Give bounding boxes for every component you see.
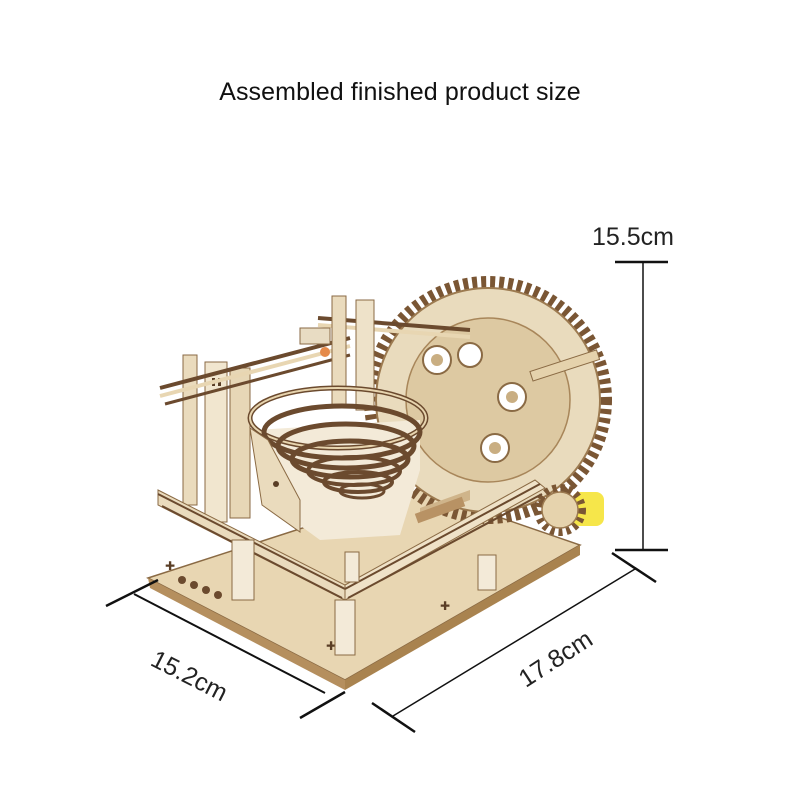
svg-text:✚: ✚	[326, 639, 336, 653]
page-title: Assembled finished product size	[219, 78, 581, 106]
spiral-funnel	[247, 385, 429, 540]
depth-dimension-line	[105, 578, 346, 720]
svg-text:✚: ✚	[165, 559, 175, 573]
height-dimension-line	[615, 260, 668, 552]
left-tower	[159, 295, 471, 523]
front-rails	[157, 479, 546, 656]
svg-text:✚: ✚	[440, 599, 450, 613]
width-dimension-line	[371, 551, 657, 734]
motor	[534, 484, 604, 536]
height-label: 15.5cm	[592, 223, 674, 251]
dimension-lines	[105, 260, 668, 734]
